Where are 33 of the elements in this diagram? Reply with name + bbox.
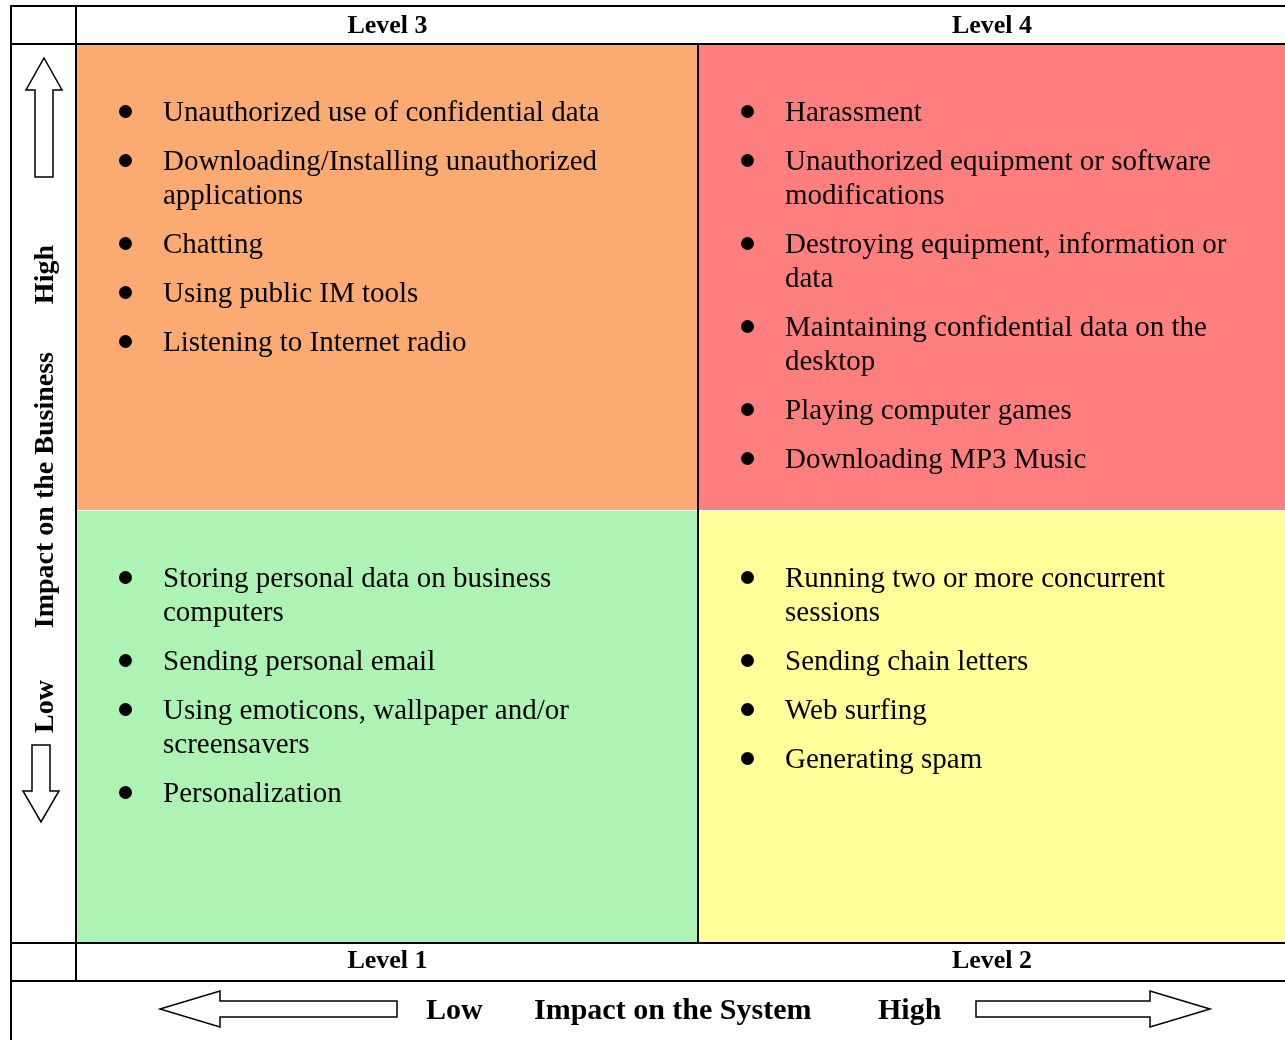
bullet-item: Playing computer games: [785, 392, 1073, 426]
column-heading: Level 1: [346, 945, 429, 975]
bullet-item: Using public IM tools: [163, 275, 420, 309]
bullet-item: Listening to Internet radio: [163, 324, 468, 358]
bullet-item: Web surfing: [785, 692, 928, 726]
axis-label: Low: [28, 680, 60, 733]
bullet-item: Downloading MP3 Music: [785, 441, 1088, 475]
bullet-item: Unauthorized use of confidential data: [163, 94, 601, 128]
bullet-item: Downloading/Installing unauthorized applications: [163, 143, 599, 211]
bullet-item: Destroying equipment, information or data: [785, 226, 1228, 294]
bullet-item: Using emoticons, wallpaper and/or screensavers: [163, 692, 570, 760]
bullet-item: Maintaining confidential data on the desktop: [785, 309, 1208, 377]
column-heading: Level 3: [346, 10, 429, 40]
bullet-item: Harassment: [785, 94, 923, 128]
quadrant-panel: [77, 511, 698, 943]
axis-title: Impact on the System: [534, 992, 812, 1026]
bullet-item: Unauthorized equipment or software modifications: [785, 143, 1212, 211]
bullet-item: Chatting: [163, 226, 264, 260]
column-heading: Level 2: [950, 945, 1034, 975]
bullet-item: Personalization: [163, 775, 343, 809]
quadrant-panel: [699, 45, 1285, 510]
bullet-item: Sending personal email: [163, 643, 437, 677]
quadrant-panel: [699, 511, 1285, 943]
bullet-item: Running two or more concurrent sessions: [785, 560, 1167, 628]
axis-title: Impact on the Business: [28, 352, 60, 629]
axis-label: High: [878, 992, 942, 1026]
bullet-item: Sending chain letters: [785, 643, 1030, 677]
column-heading: Level 4: [950, 10, 1034, 40]
axis-label: Low: [426, 992, 483, 1026]
bullet-item: Generating spam: [785, 741, 984, 775]
axis-label: High: [28, 245, 60, 305]
quadrant-panel: [77, 45, 698, 510]
bullet-item: Storing personal data on business computers: [163, 560, 553, 628]
